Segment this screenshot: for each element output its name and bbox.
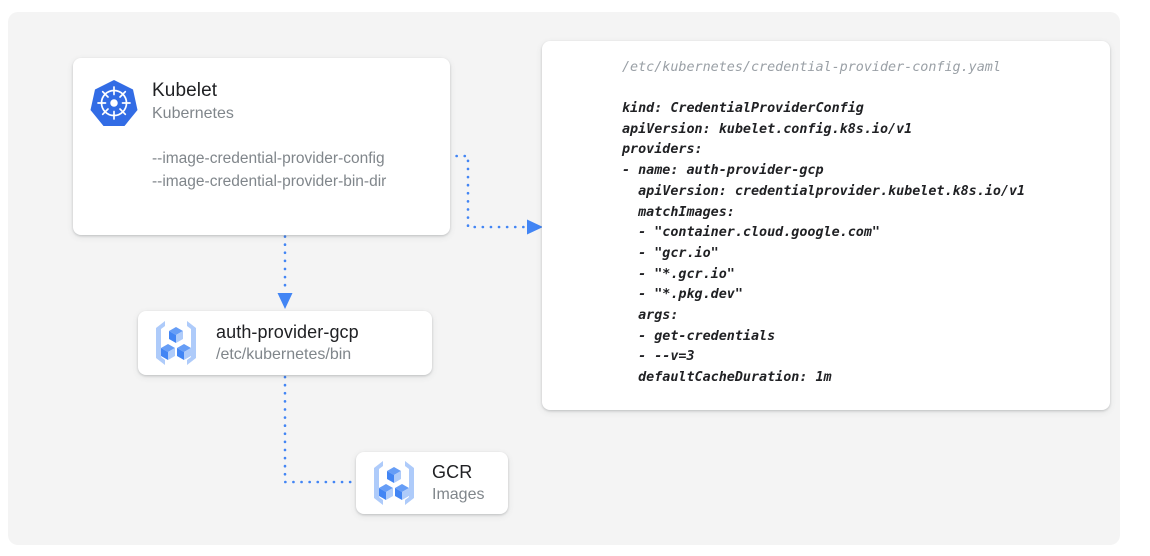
gcr-card[interactable]: GCR Images bbox=[356, 452, 508, 514]
kubernetes-logo-icon bbox=[90, 80, 138, 126]
kubelet-card[interactable]: Kubelet Kubernetes --image-credential-pr… bbox=[73, 58, 450, 235]
credential-provider-config-card[interactable]: /etc/kubernetes/credential-provider-conf… bbox=[542, 41, 1110, 410]
auth-provider-gcp-card[interactable]: auth-provider-gcp /etc/kubernetes/bin bbox=[138, 311, 432, 375]
kubelet-subtitle: Kubernetes bbox=[152, 105, 234, 122]
gcp-container-registry-icon bbox=[156, 321, 196, 365]
gcr-title: GCR bbox=[432, 462, 473, 482]
auth-provider-title: auth-provider-gcp bbox=[216, 322, 359, 342]
kubelet-flag-bin-dir: --image-credential-provider-bin-dir bbox=[152, 173, 387, 190]
gcp-container-registry-icon bbox=[374, 461, 414, 505]
kubelet-title: Kubelet bbox=[152, 80, 218, 101]
yaml-path-comment: /etc/kubernetes/credential-provider-conf… bbox=[622, 60, 1001, 75]
gcr-subtitle: Images bbox=[432, 486, 485, 503]
kubelet-flag-config: --image-credential-provider-config bbox=[152, 150, 385, 167]
auth-provider-subtitle: /etc/kubernetes/bin bbox=[216, 346, 352, 363]
yaml-code-block: kind: CredentialProviderConfig apiVersio… bbox=[622, 101, 1026, 386]
